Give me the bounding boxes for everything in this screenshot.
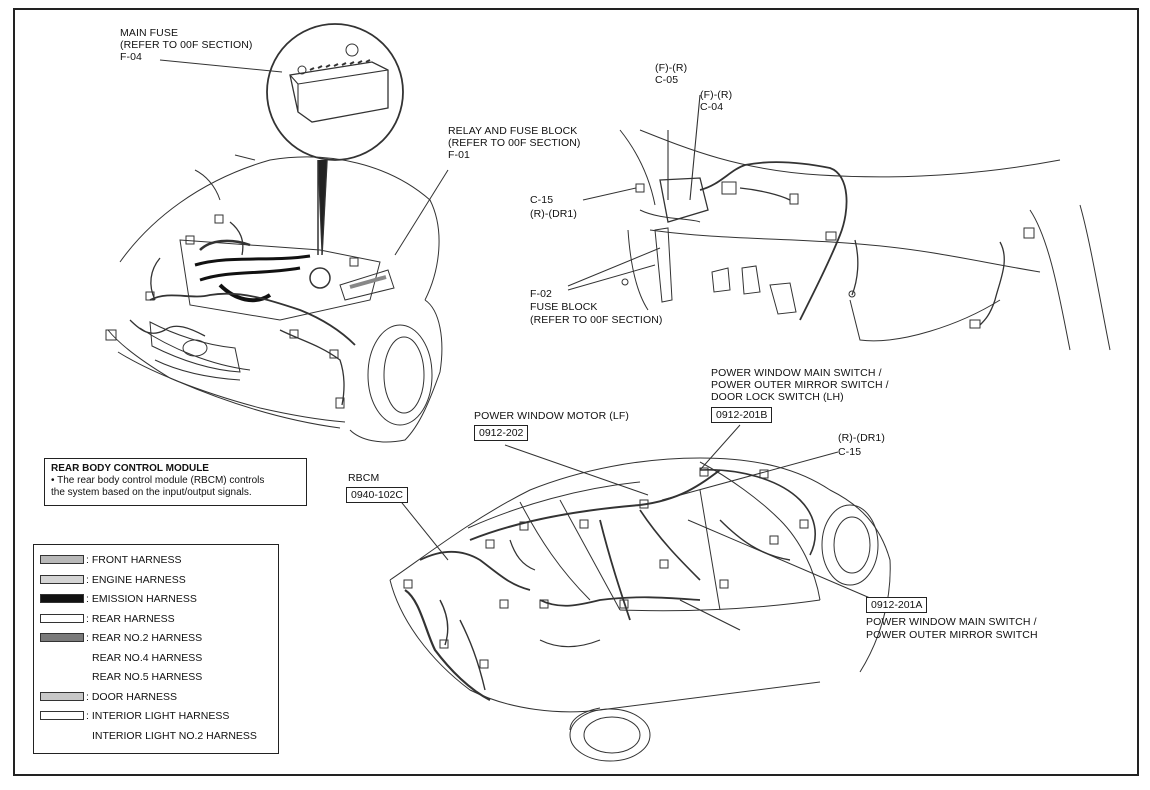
pw-201a-label-1: POWER WINDOW MAIN SWITCH / [866, 616, 1037, 628]
main-fuse-label: MAIN FUSE [120, 27, 179, 39]
car-body-view [389, 424, 891, 762]
connector-c05-code: C-05 [655, 74, 679, 86]
rbcm-code: 0940-102C [346, 487, 408, 503]
legend-label: : FRONT HARNESS [86, 554, 182, 566]
connector-c15-label: (R)-(DR1) [838, 432, 885, 444]
relay-fuse-block-code: F-01 [448, 149, 470, 161]
fuse-block-label: FUSE BLOCK [530, 301, 598, 313]
pw-motor-code: 0912-202 [474, 425, 529, 441]
legend-label: : DOOR HARNESS [86, 691, 178, 703]
relay-fuse-block-label: RELAY AND FUSE BLOCK [448, 125, 578, 137]
rbcm-note-line-2: the system based on the input/output sig… [51, 487, 252, 498]
connector-c05-label: (F)-(R) [655, 62, 688, 74]
diagram-frame [13, 8, 1139, 776]
legend-swatch [40, 614, 84, 623]
pw-201a-label-2: POWER OUTER MIRROR SWITCH [866, 629, 1038, 641]
dashboard-view [567, 94, 1111, 351]
connector-c15-top-code: C-15 [530, 194, 554, 206]
legend-label: REAR NO.5 HARNESS [92, 671, 203, 683]
pw-main-switch-label-2: POWER OUTER MIRROR SWITCH / [711, 379, 889, 391]
fuse-block-code: F-02 [530, 288, 552, 300]
connector-c04-label: (F)-(R) [700, 89, 733, 101]
main-fuse-ref: (REFER TO 00F SECTION) [120, 39, 253, 51]
legend-swatch [40, 711, 84, 720]
legend-label: : REAR NO.2 HARNESS [86, 632, 203, 644]
legend-label: REAR NO.4 HARNESS [92, 652, 203, 664]
pw-motor-label: POWER WINDOW MOTOR (LF) [474, 410, 629, 422]
connector-c15-code: C-15 [838, 446, 862, 458]
legend-label: : REAR HARNESS [86, 613, 175, 625]
fuse-block-ref: (REFER TO 00F SECTION) [530, 314, 663, 326]
pw-main-switch-label-3: DOOR LOCK SWITCH (LH) [711, 391, 844, 403]
main-fuse-code: F-04 [120, 51, 142, 63]
pw-201a-code: 0912-201A [866, 597, 928, 613]
legend-label: : EMISSION HARNESS [86, 593, 197, 605]
relay-fuse-block-ref: (REFER TO 00F SECTION) [448, 137, 581, 149]
pw-main-switch-label-1: POWER WINDOW MAIN SWITCH / [711, 367, 882, 379]
pw-main-switch-code: 0912-201B [711, 407, 773, 423]
battery-callout-circle [266, 23, 404, 161]
legend-label: : INTERIOR LIGHT HARNESS [86, 710, 230, 722]
rbcm-note: REAR BODY CONTROL MODULE • The rear body… [44, 458, 307, 506]
legend-swatch [40, 594, 84, 603]
legend-swatch [40, 555, 84, 564]
legend-swatch [40, 575, 84, 584]
legend-swatch [40, 692, 84, 701]
legend-label: : ENGINE HARNESS [86, 574, 186, 586]
legend-swatch [40, 633, 84, 642]
rbcm-label: RBCM [348, 472, 380, 484]
harness-legend: : FRONT HARNESS : ENGINE HARNESS : EMISS… [33, 544, 279, 754]
legend-label: INTERIOR LIGHT NO.2 HARNESS [92, 730, 257, 742]
rbcm-note-title: REAR BODY CONTROL MODULE [51, 463, 209, 474]
engine-bay-view [105, 23, 449, 443]
rbcm-note-line-1: • The rear body control module (RBCM) co… [51, 475, 265, 486]
connector-c04-code: C-04 [700, 101, 724, 113]
connector-c15-top-label: (R)-(DR1) [530, 208, 577, 220]
